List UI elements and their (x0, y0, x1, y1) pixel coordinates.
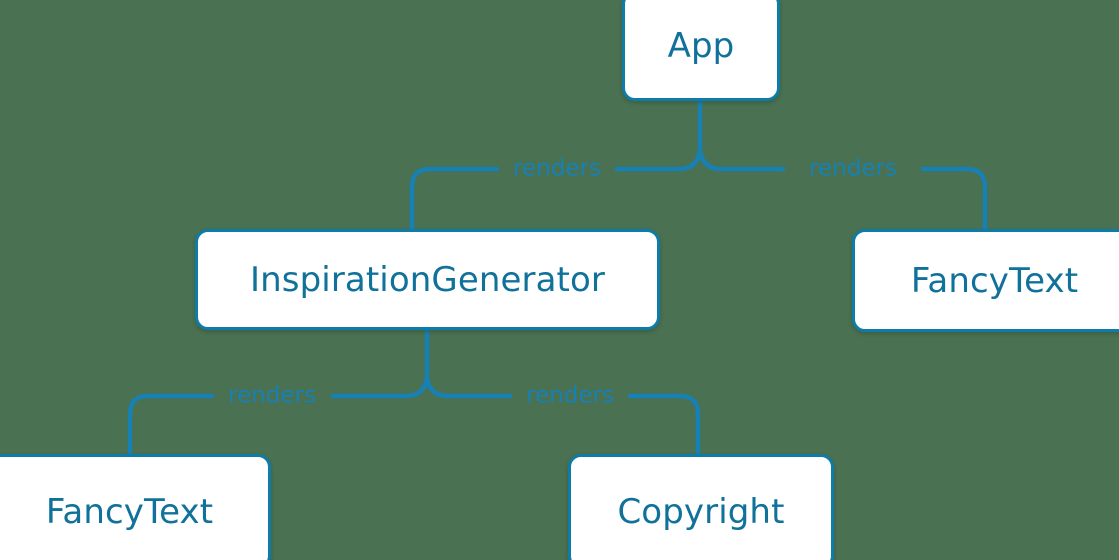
node-app[interactable]: App (622, 0, 780, 101)
node-inspiration-generator[interactable]: InspirationGenerator (195, 229, 660, 330)
node-fancytext-right[interactable]: FancyText (852, 229, 1119, 332)
node-app-label: App (667, 26, 735, 66)
node-copyright[interactable]: Copyright (568, 454, 834, 560)
edge-inspirationgenerator-to-copyright (424, 375, 701, 457)
edge-label-app-to-inspirationgenerator: renders (513, 155, 601, 182)
edge-label-inspirationgenerator-to-copyright: renders (526, 382, 614, 409)
node-copyright-label: Copyright (617, 491, 785, 532)
node-fancytext-bottom[interactable]: FancyText (0, 454, 271, 560)
node-inspiration-generator-label: InspirationGenerator (250, 259, 605, 300)
edge-label-app-to-fancytext: renders (809, 155, 897, 182)
edge-label-inspirationgenerator-to-fancytext: renders (228, 382, 316, 409)
node-fancytext-right-label: FancyText (910, 260, 1079, 301)
edge-app-to-fancytext (697, 148, 988, 232)
node-fancytext-bottom-label: FancyText (45, 491, 214, 532)
